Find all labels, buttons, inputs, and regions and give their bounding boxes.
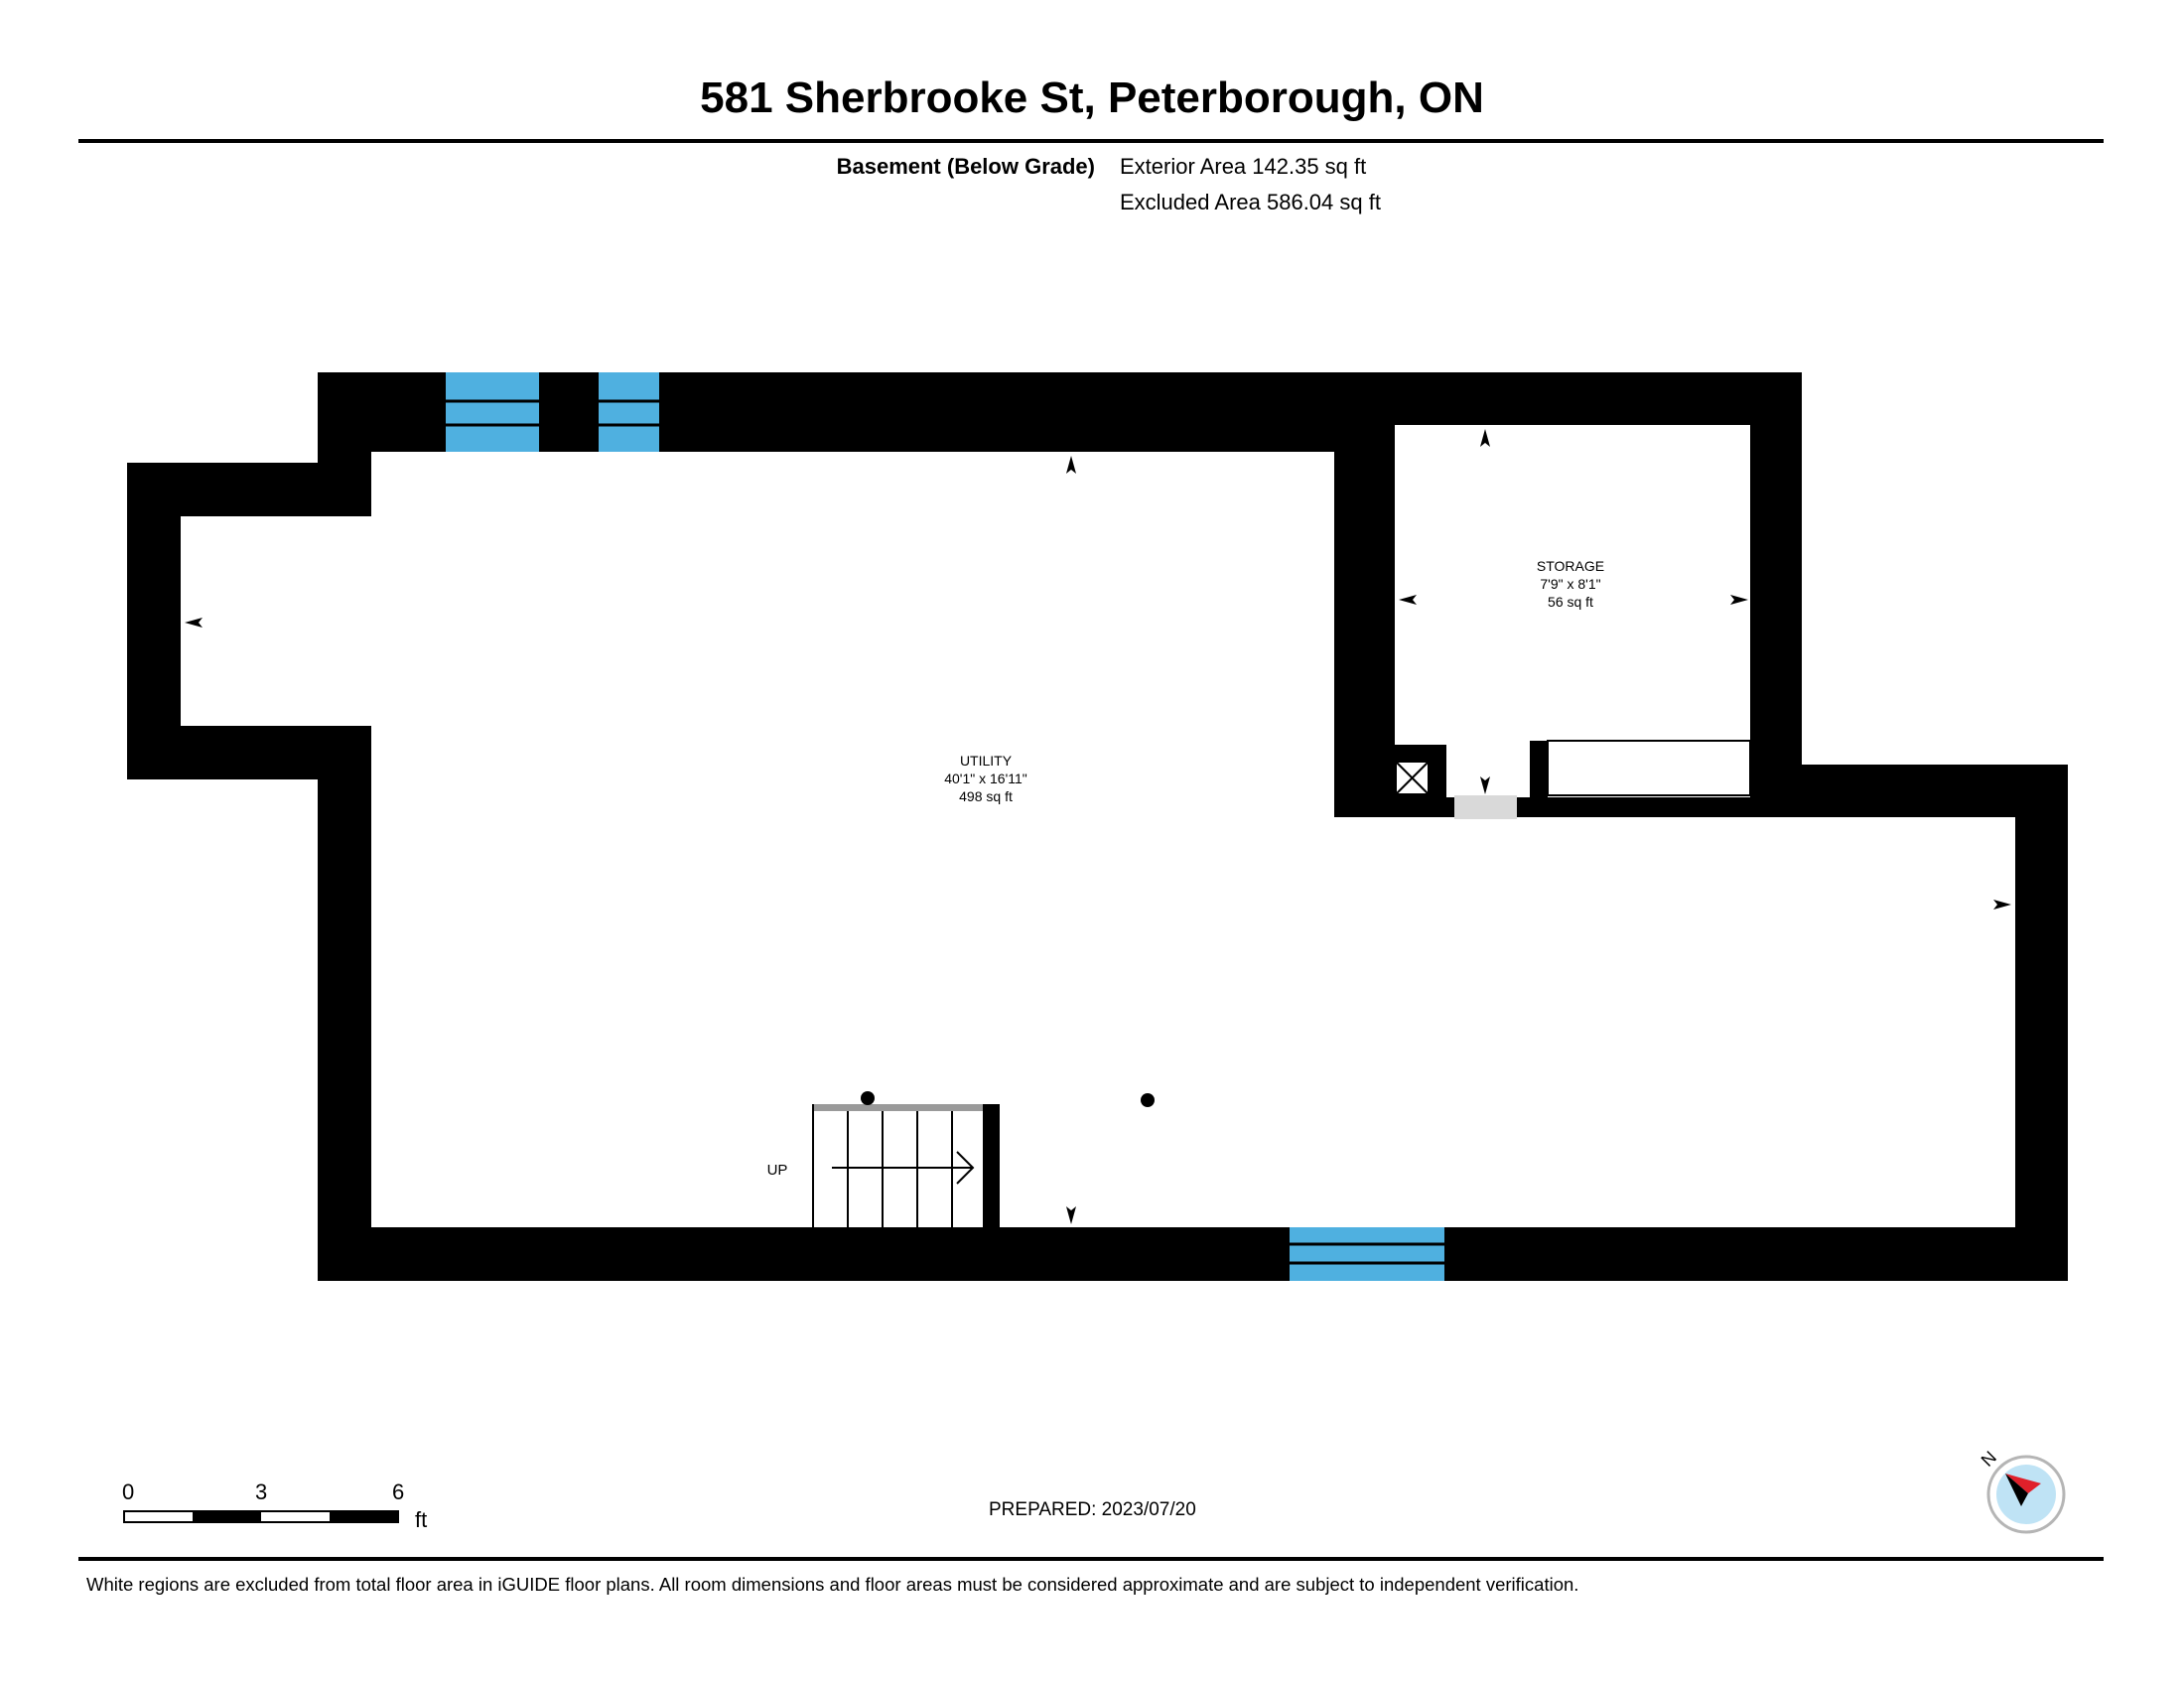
dimension-arrow-up xyxy=(1480,429,1490,447)
scale-unit: ft xyxy=(415,1507,428,1532)
window-bottom xyxy=(1290,1227,1444,1281)
dimension-arrow-right xyxy=(1730,595,1748,605)
window-top-middle xyxy=(599,372,659,452)
stair-wall-cut xyxy=(812,1104,981,1227)
scale-bar xyxy=(123,1510,399,1523)
stair-top-rail xyxy=(812,1104,983,1111)
mechanical-box-x xyxy=(1395,761,1430,795)
window-top-left xyxy=(446,372,539,452)
compass-needle-tail xyxy=(2005,1474,2028,1506)
dimension-arrow-up xyxy=(1066,456,1076,474)
dimension-arrow-left xyxy=(185,618,203,628)
utility-room-name: UTILITY xyxy=(960,753,1013,769)
compass-needle xyxy=(2005,1474,2041,1493)
scale-bar-segment xyxy=(193,1511,261,1522)
storage-room-floor xyxy=(1395,425,1750,797)
scale-tick-3: 3 xyxy=(255,1479,268,1504)
excluded-area-text: Excluded Area 586.04 sq ft xyxy=(1120,190,1381,214)
support-post xyxy=(861,1091,875,1105)
storage-room-name: STORAGE xyxy=(1537,558,1604,574)
dimension-arrow-right xyxy=(1993,900,2011,910)
storage-shelf xyxy=(1547,740,1751,796)
scale-tick-6: 6 xyxy=(392,1479,405,1504)
compass: N xyxy=(1978,1447,2066,1534)
compass-north-label: N xyxy=(1978,1447,2000,1470)
dimension-arrow-down xyxy=(1066,1206,1076,1224)
floor-label: Basement (Below Grade) xyxy=(836,154,1095,179)
utility-room-floor xyxy=(181,452,2015,1227)
storage-room-dimensions: 7'9" x 8'1" xyxy=(1540,576,1600,592)
scale-tick-0: 0 xyxy=(122,1479,135,1504)
dimension-arrow-left xyxy=(1399,595,1417,605)
header-divider xyxy=(78,139,2104,143)
door-post xyxy=(1530,741,1548,808)
page-title: 581 Sherbrooke St, Peterborough, ON xyxy=(700,73,1484,122)
stairs-up-label: UP xyxy=(767,1162,788,1179)
storage-room-area: 56 sq ft xyxy=(1548,594,1593,610)
prepared-date: PREPARED: 2023/07/20 xyxy=(989,1499,1196,1520)
storage-doorway xyxy=(1454,795,1517,819)
stair-arrow-head xyxy=(956,1151,975,1185)
utility-room-dimensions: 40'1" x 16'11" xyxy=(944,771,1027,786)
dimension-arrow-down xyxy=(1480,776,1490,794)
dimension-markers xyxy=(185,429,2011,1224)
footer-disclaimer: White regions are excluded from total fl… xyxy=(86,1574,1579,1595)
support-post xyxy=(1141,1093,1155,1107)
footer-divider xyxy=(78,1557,2104,1561)
utility-room-area: 498 sq ft xyxy=(959,788,1013,804)
exterior-area-text: Exterior Area 142.35 sq ft xyxy=(1120,154,1367,179)
windows xyxy=(446,372,1444,1281)
staircase xyxy=(812,1104,1000,1281)
scale-bar-segment xyxy=(330,1511,398,1522)
stair-wall xyxy=(983,1104,1000,1281)
